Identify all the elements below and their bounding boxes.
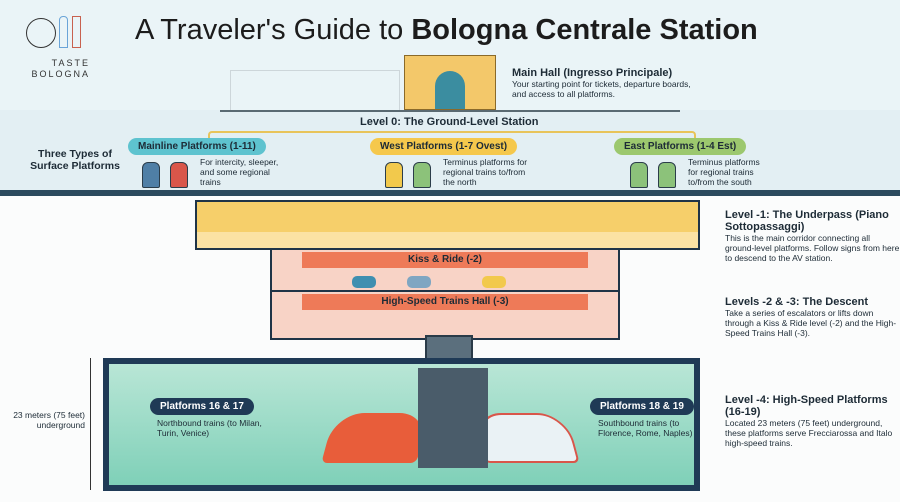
west-platforms-text: Terminus platforms for regional trains t… (443, 157, 528, 187)
mainline-platforms-text: For intercity, sleeper, and some regiona… (200, 157, 279, 187)
title-bold: Bologna Centrale Station (411, 14, 758, 46)
underpass-floor (197, 232, 698, 248)
east-platforms-pill: East Platforms (1-4 Est) (614, 138, 747, 155)
level-minus1-title: Level -1: The Underpass (Piano Sottopass… (725, 209, 889, 233)
high-speed-hall-label: High-Speed Trains Hall (-3) (302, 294, 588, 310)
page-title: A Traveler's Guide to Bologna Centrale S… (135, 14, 758, 47)
train-icon (413, 162, 431, 188)
level-minus1-callout: Level -1: The Underpass (Piano Sottopass… (725, 209, 900, 263)
title-regular: A Traveler's Guide to (135, 14, 412, 46)
car-icon (407, 276, 431, 288)
ground-line (220, 110, 680, 112)
train-icon (658, 162, 676, 188)
level-minus2-3-title: Levels -2 & -3: The Descent (725, 296, 869, 308)
car-icon (352, 276, 376, 288)
level0-title: Level 0: The Ground-Level Station (360, 116, 539, 128)
surface-platforms-label: Three Types of Surface Platforms (30, 148, 120, 172)
main-hall-title: Main Hall (Ingresso Principale) (512, 67, 673, 79)
platforms-18-19-pill: Platforms 18 & 19 (590, 398, 694, 415)
depth-label: 23 meters (75 feet) underground (13, 410, 85, 430)
depth-marker (90, 358, 91, 490)
east-platforms-text: Terminus platforms for regional trains t… (688, 157, 760, 187)
ground-platform-line (0, 190, 900, 196)
logo-tower-icon (72, 16, 81, 48)
connector-line (208, 131, 696, 141)
main-hall-arch (435, 71, 465, 109)
platforms-18-19-text: Southbound trains (to Florence, Rome, Na… (598, 418, 693, 438)
logo-line2: BOLOGNA (31, 69, 90, 79)
level-minus4-text: Located 23 meters (75 feet) underground,… (725, 418, 893, 448)
level-minus4-callout: Level -4: High-Speed Platforms (16-19) L… (725, 394, 900, 448)
logo-tower-icon (59, 16, 68, 48)
escalator (418, 368, 488, 468)
high-speed-hall-level: High-Speed Trains Hall (-3) (270, 290, 620, 340)
main-hall-building (404, 55, 496, 110)
logo-line1: TASTE (51, 58, 90, 68)
main-hall-text: Your starting point for tickets, departu… (512, 79, 691, 99)
station-facade-outline (230, 70, 400, 110)
west-platforms-pill: West Platforms (1-7 Ovest) (370, 138, 518, 155)
logo-circle-icon (26, 18, 56, 48)
train-icon (385, 162, 403, 188)
mainline-platforms-pill: Mainline Platforms (1-11) (128, 138, 266, 155)
kiss-ride-level: Kiss & Ride (-2) (270, 248, 620, 292)
train-icon (142, 162, 160, 188)
train-icon (630, 162, 648, 188)
high-speed-platforms-level (103, 358, 700, 491)
train-icon (170, 162, 188, 188)
platforms-16-17-text: Northbound trains (to Milan, Turin, Veni… (157, 418, 262, 438)
level-minus4-title: Level -4: High-Speed Platforms (16-19) (725, 394, 888, 418)
level-minus1-text: This is the main corridor connecting all… (725, 233, 900, 263)
kiss-ride-label: Kiss & Ride (-2) (302, 252, 588, 268)
platforms-16-17-pill: Platforms 16 & 17 (150, 398, 254, 415)
underpass-level (195, 200, 700, 250)
level-minus2-3-callout: Levels -2 & -3: The Descent Take a serie… (725, 296, 900, 338)
level-minus2-3-text: Take a series of escalators or lifts dow… (725, 308, 897, 338)
car-icon (482, 276, 506, 288)
main-hall-callout: Main Hall (Ingresso Principale) Your sta… (512, 67, 692, 99)
